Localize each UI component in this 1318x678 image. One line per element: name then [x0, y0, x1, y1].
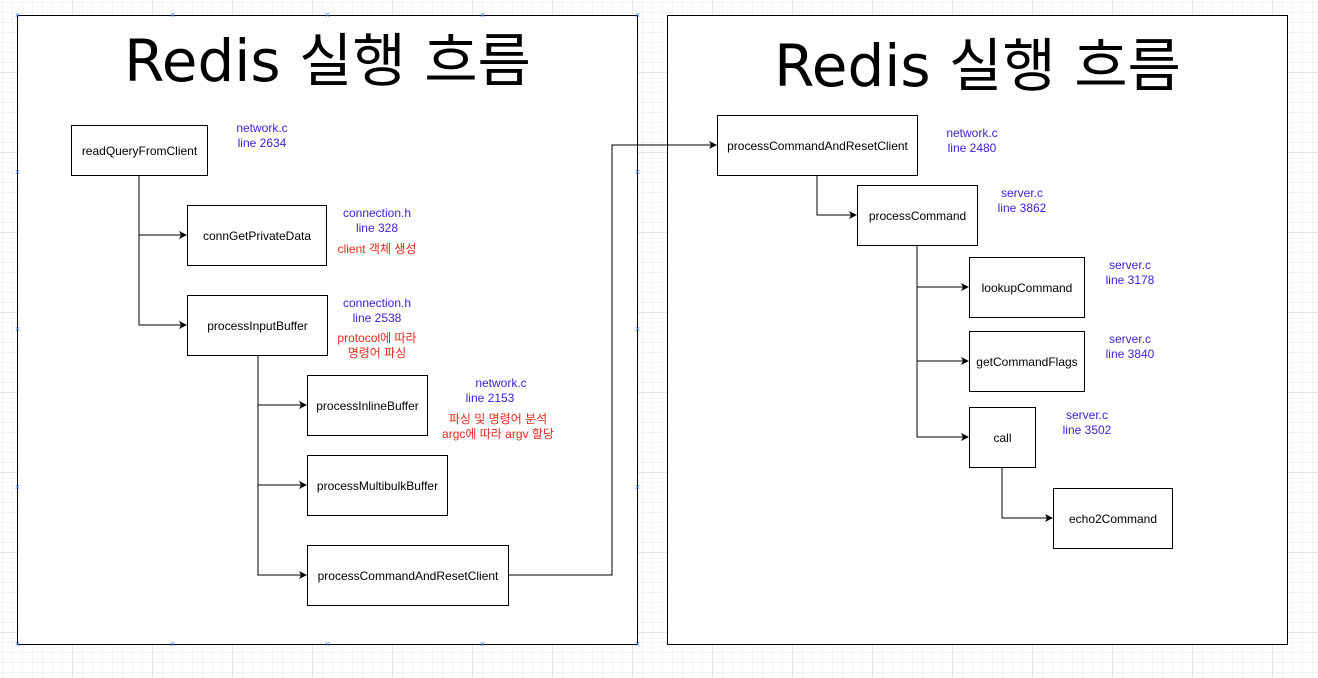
note-desc: protocol에 따라: [337, 331, 417, 345]
node-process-command-and-reset-client-left[interactable]: processCommandAndResetClient: [307, 545, 509, 606]
note-file: server.c: [1108, 332, 1151, 346]
note-line: line 3840: [1105, 347, 1155, 361]
selection-handle-icon[interactable]: ×: [169, 10, 176, 20]
selection-handle-icon[interactable]: ×: [14, 639, 21, 649]
note-process-command-and-reset-client: network.c line 2480: [938, 126, 1006, 156]
note-file: connection.h: [342, 206, 412, 220]
selection-handle-icon[interactable]: ×: [324, 10, 331, 20]
note-lookup-command: server.c line 3178: [1096, 258, 1164, 288]
note-file: server.c: [1065, 408, 1108, 422]
selection-handle-icon[interactable]: ×: [634, 639, 641, 649]
selection-handle-icon[interactable]: ×: [634, 482, 641, 492]
note-conn-get-private-data: connection.h line 328 client 객체 생성: [336, 206, 418, 257]
panel-title-right: Redis 실행 흐름: [774, 32, 1181, 100]
selection-handle-icon[interactable]: ×: [634, 10, 641, 20]
panel-title-left: Redis 실행 흐름: [124, 27, 531, 95]
note-file: network.c: [946, 126, 998, 140]
selection-handle-icon[interactable]: ×: [479, 639, 486, 649]
note-file: network.c: [236, 121, 288, 135]
note-line: line 2153: [465, 391, 515, 405]
selection-handle-icon[interactable]: ×: [14, 324, 21, 334]
selection-handle-icon[interactable]: ×: [324, 639, 331, 649]
note-process-input-buffer: connection.h line 2538 protocol에 따라 명령어 …: [334, 296, 420, 361]
note-line: line 2538: [352, 311, 402, 325]
note-file: server.c: [1000, 186, 1043, 200]
node-process-command[interactable]: processCommand: [857, 185, 978, 246]
selection-handle-icon[interactable]: ×: [169, 639, 176, 649]
node-call[interactable]: call: [969, 407, 1036, 468]
selection-handle-icon[interactable]: ×: [479, 10, 486, 20]
note-process-inline-buffer: network.c line 2153 파싱 및 명령어 분석 argc에 따라…: [438, 376, 558, 442]
note-desc: 파싱 및 명령어 분석: [448, 412, 548, 426]
note-line: line 2480: [947, 141, 997, 155]
note-get-command-flags: server.c line 3840: [1096, 332, 1164, 362]
note-line: line 328: [355, 221, 399, 235]
note-line: line 3862: [997, 201, 1047, 215]
node-conn-get-private-data[interactable]: connGetPrivateData: [187, 205, 327, 266]
node-process-inline-buffer[interactable]: processInlineBuffer: [307, 375, 428, 436]
note-desc: 명령어 파싱: [347, 346, 407, 360]
node-read-query-from-client[interactable]: readQueryFromClient: [71, 125, 208, 176]
node-process-input-buffer[interactable]: processInputBuffer: [187, 295, 328, 356]
selection-handle-icon[interactable]: ×: [634, 324, 641, 334]
selection-handle-icon[interactable]: ×: [634, 167, 641, 177]
note-process-command: server.c line 3862: [988, 186, 1056, 216]
right-panel[interactable]: Redis 실행 흐름: [667, 15, 1288, 645]
selection-handle-icon[interactable]: ×: [14, 167, 21, 177]
note-read-query-from-client: network.c line 2634: [228, 121, 296, 151]
selection-handle-icon[interactable]: ×: [14, 10, 21, 20]
node-process-command-and-reset-client-right[interactable]: processCommandAndResetClient: [717, 115, 918, 176]
note-line: line 2634: [237, 136, 287, 150]
note-file: connection.h: [342, 296, 412, 310]
note-line: line 3502: [1062, 423, 1112, 437]
node-echo2-command[interactable]: echo2Command: [1053, 488, 1173, 549]
node-lookup-command[interactable]: lookupCommand: [969, 257, 1085, 318]
note-desc: client 객체 생성: [337, 242, 417, 256]
note-line: line 3178: [1105, 273, 1155, 287]
selection-handle-icon[interactable]: ×: [14, 482, 21, 492]
node-get-command-flags[interactable]: getCommandFlags: [969, 331, 1085, 392]
note-file: server.c: [1108, 258, 1151, 272]
note-desc: argc에 따라 argv 할당: [442, 427, 554, 441]
note-file: network.c: [475, 376, 527, 390]
note-call: server.c line 3502: [1053, 408, 1121, 438]
node-process-multibulk-buffer[interactable]: processMultibulkBuffer: [307, 455, 448, 516]
